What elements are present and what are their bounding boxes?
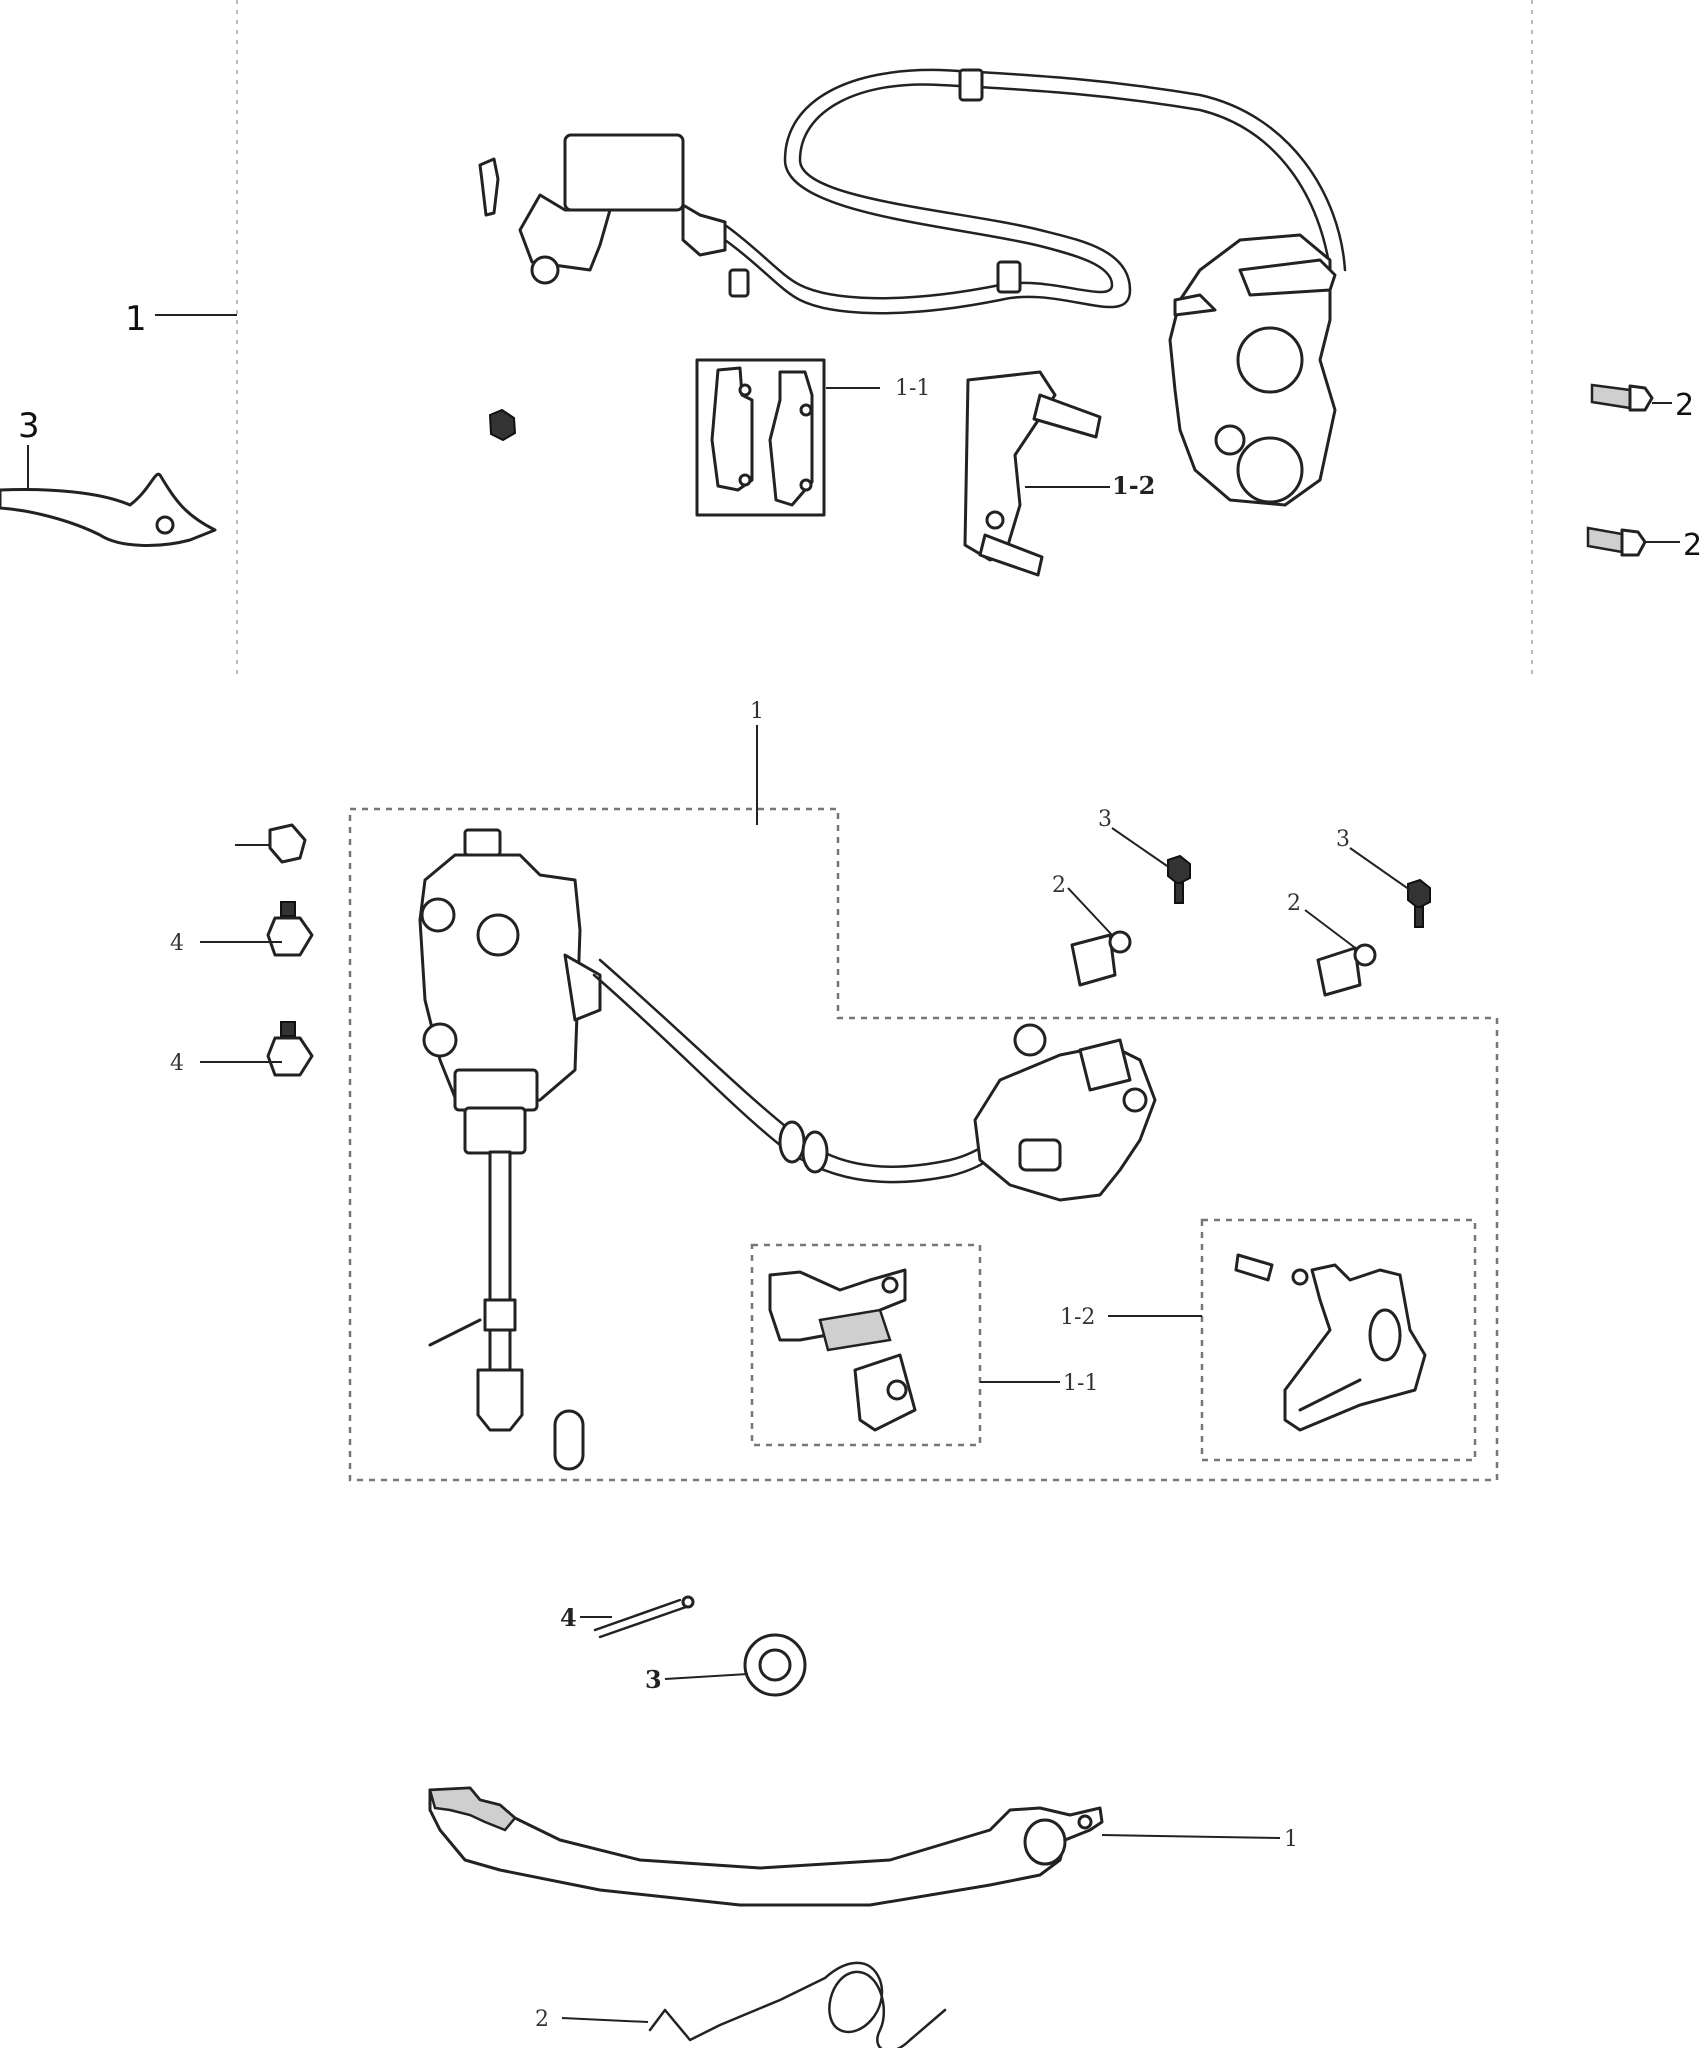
rear-hose-clip-left — [1070, 930, 1132, 987]
rear-hose-clip-right — [1316, 943, 1377, 997]
rear-mount-bolt-upper — [266, 901, 314, 957]
front-caliper — [1168, 233, 1337, 507]
front-brake-pads — [695, 358, 826, 517]
rear-brake-pads — [768, 1268, 917, 1432]
callout-washer: 3 — [645, 1665, 662, 1694]
callout-return-spring: 2 — [535, 2007, 549, 2032]
callout-rear-mount-bolt-lower: 4 — [170, 1051, 184, 1076]
rear-caliper-bracket — [1234, 1253, 1427, 1432]
front-brake-lever — [0, 472, 217, 547]
front-brake-hose — [723, 68, 1347, 315]
callout-rear-brake-pads: 1-1 — [1063, 1371, 1098, 1396]
rear-brake-pads-box — [750, 1243, 982, 1447]
rear-mount-nut — [268, 823, 307, 864]
callout-rear-clip-left: 2 — [1052, 873, 1066, 898]
callout-front-bolt-b: 2 — [1683, 528, 1702, 563]
rear-master-cylinder — [418, 828, 602, 1471]
front-brake-section: 1 1-1 1-2 2 2 3 — [0, 0, 1702, 680]
front-caliper-bolt-a — [1590, 383, 1654, 412]
brake-pedal-section: 4 3 1 2 — [428, 1595, 1298, 2048]
callout-front-brake-lever: 3 — [18, 406, 40, 446]
pedal-washer — [743, 1633, 807, 1697]
cotter-pin — [593, 1595, 695, 1639]
rear-caliper — [973, 1023, 1157, 1202]
callout-front-bolt-a: 2 — [1675, 388, 1694, 423]
callout-front-brake-pads: 1-1 — [895, 376, 930, 401]
callout-rear-assembly: 1 — [750, 699, 764, 724]
front-caliper-bolt-b — [1586, 526, 1647, 557]
callout-rear-caliper-bracket: 1-2 — [1060, 1305, 1095, 1330]
callout-rear-flange-bolt-left: 3 — [1098, 807, 1112, 832]
pedal-return-spring — [648, 1961, 947, 2048]
rear-mount-bolt-lower — [266, 1021, 314, 1077]
front-caliper-bracket — [963, 370, 1102, 577]
callout-rear-flange-bolt-right: 3 — [1336, 827, 1350, 852]
callout-rear-clip-right: 2 — [1287, 891, 1301, 916]
callout-front-caliper-bracket: 1-2 — [1112, 471, 1155, 500]
front-master-cylinder — [478, 133, 727, 442]
rear-flange-bolt-right — [1407, 878, 1431, 928]
rear-flange-bolt-left — [1167, 854, 1191, 904]
rear-caliper-bracket-box — [1200, 1218, 1477, 1462]
brake-pedal — [428, 1786, 1104, 1907]
rear-brake-hose — [592, 958, 1014, 1184]
callout-brake-pedal: 1 — [1284, 1827, 1298, 1852]
callout-front-assembly: 1 — [125, 299, 147, 339]
callout-cotter-pin: 4 — [560, 1603, 577, 1632]
rear-brake-section: 1 1-1 1-2 2 2 3 3 4 4 — [170, 699, 1499, 1482]
callout-rear-mount-bolt-upper: 4 — [170, 931, 184, 956]
